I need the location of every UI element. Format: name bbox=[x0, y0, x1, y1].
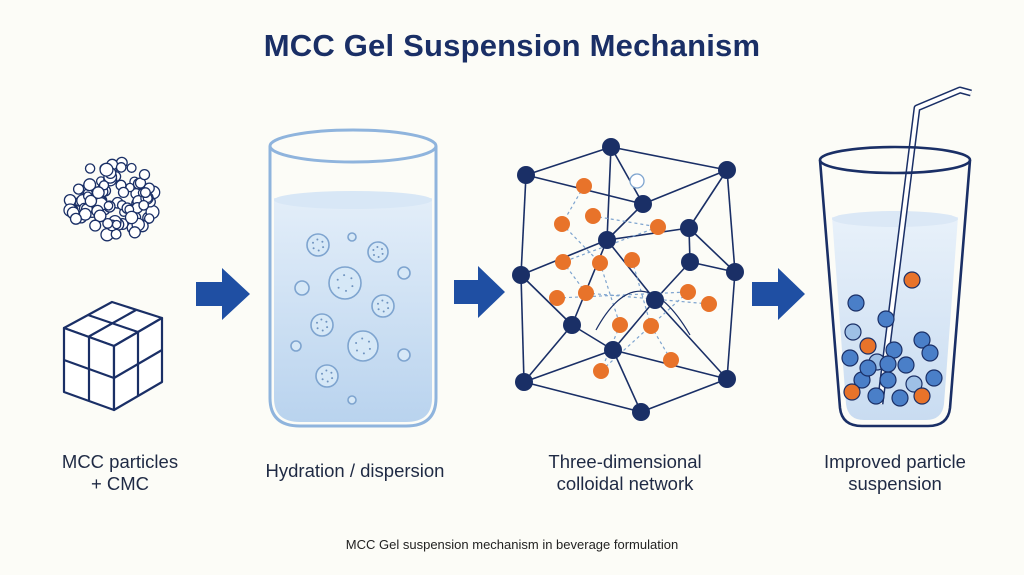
mcc-particle bbox=[126, 162, 137, 173]
network-node bbox=[592, 255, 608, 271]
figure-caption: MCC Gel suspension mechanism in beverage… bbox=[345, 537, 679, 552]
suspended-bead bbox=[913, 331, 931, 349]
network-node bbox=[549, 290, 565, 306]
mcc-particle bbox=[72, 183, 85, 195]
dispersed-bubble bbox=[347, 232, 357, 242]
network-node bbox=[515, 373, 533, 391]
step-label-colloidal-network: Three-dimensional colloidal network bbox=[548, 451, 702, 494]
arrow-right-icon bbox=[196, 268, 250, 320]
network-node bbox=[718, 161, 736, 179]
suspended-bead bbox=[844, 323, 862, 341]
network-node bbox=[578, 285, 594, 301]
suspended-bead bbox=[859, 359, 877, 377]
suspended-bead bbox=[859, 337, 877, 355]
dispersed-bubble bbox=[294, 280, 310, 296]
mcc-particle bbox=[117, 186, 130, 199]
suspended-bead bbox=[891, 389, 909, 407]
mcc-particle bbox=[99, 162, 114, 177]
dispersed-bubble bbox=[290, 340, 302, 352]
network-node bbox=[663, 352, 679, 368]
mcc-particle bbox=[89, 219, 102, 232]
dispersed-bubble bbox=[315, 364, 339, 388]
dispersed-bubble bbox=[310, 313, 334, 337]
network-node bbox=[629, 173, 645, 189]
network-node bbox=[632, 403, 650, 421]
suspended-bead bbox=[921, 344, 939, 362]
network-node bbox=[680, 284, 696, 300]
network-node bbox=[681, 253, 699, 271]
mcc-particle bbox=[139, 187, 151, 199]
suspended-bead bbox=[913, 387, 931, 405]
dispersed-bubble bbox=[367, 241, 389, 263]
mcc-particle bbox=[91, 186, 105, 200]
network-node bbox=[646, 291, 664, 309]
mcc-particle bbox=[83, 178, 97, 192]
drink-glass-icon bbox=[818, 86, 972, 428]
network-node bbox=[604, 341, 622, 359]
step-label-particle-suspension: Improved particle suspension bbox=[824, 451, 966, 494]
suspended-bead bbox=[867, 387, 885, 405]
suspended-bead bbox=[841, 349, 859, 367]
network-node bbox=[598, 231, 616, 249]
page-title: MCC Gel Suspension Mechanism bbox=[263, 28, 761, 63]
network-node bbox=[701, 296, 717, 312]
straw-icon bbox=[876, 86, 972, 405]
suspended-bead bbox=[879, 371, 897, 389]
network-node bbox=[555, 254, 571, 270]
dispersed-bubble bbox=[347, 395, 357, 405]
mcc-particle bbox=[143, 213, 155, 224]
network-node bbox=[517, 166, 535, 184]
suspended-bead bbox=[879, 355, 897, 373]
mcc-particle bbox=[124, 210, 139, 225]
suspended-bead bbox=[905, 375, 923, 393]
mcc-particle bbox=[128, 226, 141, 239]
step-label-mcc-particles: MCC particles + CMC bbox=[61, 451, 179, 494]
network-node bbox=[634, 195, 652, 213]
suspended-bead bbox=[925, 369, 943, 387]
suspended-bead bbox=[897, 356, 915, 374]
colloidal-network-icon bbox=[512, 138, 744, 421]
network-node bbox=[718, 370, 736, 388]
network-node bbox=[643, 318, 659, 334]
network-node bbox=[512, 266, 530, 284]
mcc-particle bbox=[69, 212, 82, 225]
network-node bbox=[726, 263, 744, 281]
step-label-hydration: Hydration / dispersion bbox=[265, 460, 445, 481]
suspended-bead bbox=[847, 294, 865, 312]
suspended-bead bbox=[843, 383, 861, 401]
network-node bbox=[624, 252, 640, 268]
dispersed-bubble bbox=[371, 294, 395, 318]
network-node bbox=[576, 178, 592, 194]
dispersed-bubble bbox=[397, 348, 411, 362]
mcc-particle bbox=[115, 162, 127, 173]
network-node bbox=[650, 219, 666, 235]
mcc-particle bbox=[102, 217, 114, 229]
network-node bbox=[602, 138, 620, 156]
mcc-particle bbox=[84, 194, 98, 208]
arrow-right-icon bbox=[454, 266, 505, 318]
network-node bbox=[554, 216, 570, 232]
mcc-particle bbox=[93, 209, 107, 223]
network-node bbox=[585, 208, 601, 224]
network-node bbox=[593, 363, 609, 379]
mcc-particle bbox=[103, 200, 114, 211]
mcc-particle bbox=[84, 163, 96, 174]
particles-icon bbox=[63, 156, 161, 242]
suspended-bead bbox=[903, 271, 921, 289]
mcc-particle bbox=[138, 199, 150, 211]
dispersed-bubble bbox=[328, 266, 362, 300]
network-node bbox=[680, 219, 698, 237]
arrow-right-icon bbox=[752, 268, 805, 320]
network-node bbox=[612, 317, 628, 333]
cube-block-icon bbox=[62, 300, 164, 412]
suspended-bead bbox=[877, 310, 895, 328]
water-beaker-icon bbox=[268, 128, 438, 428]
dispersed-bubble bbox=[306, 233, 330, 257]
dispersed-bubble bbox=[397, 266, 411, 280]
dispersed-bubble bbox=[347, 330, 379, 362]
network-node bbox=[563, 316, 581, 334]
mcc-particle bbox=[138, 168, 151, 181]
mcc-particle bbox=[111, 219, 122, 230]
